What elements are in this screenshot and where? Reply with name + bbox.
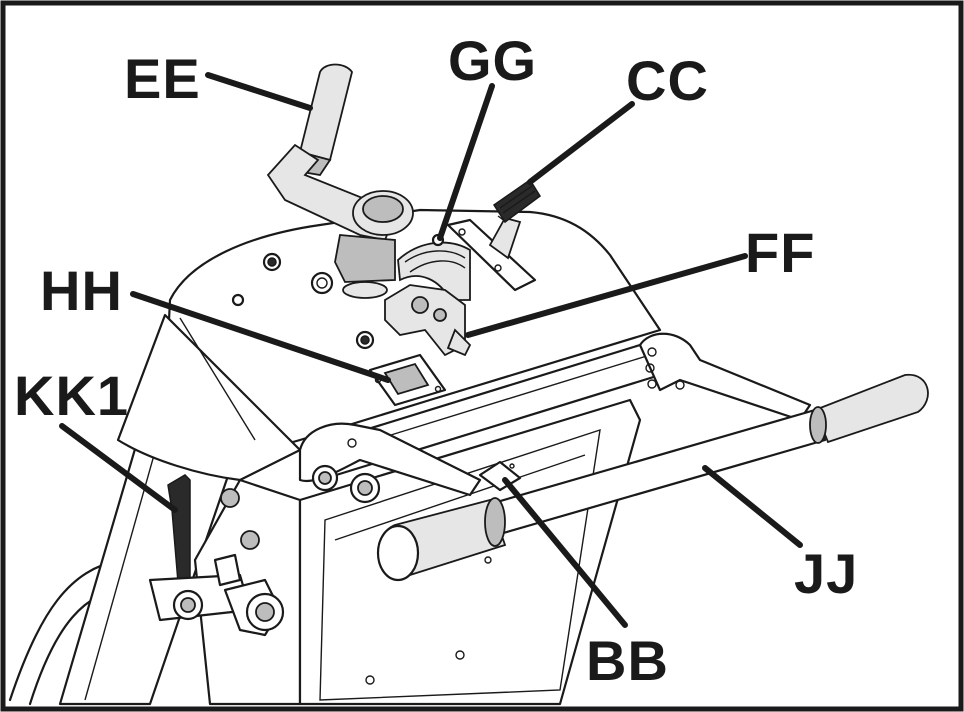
callout-ff: FF bbox=[745, 221, 815, 284]
callout-hh: HH bbox=[40, 259, 123, 322]
leader-jj bbox=[702, 465, 803, 548]
leader-cc bbox=[527, 101, 635, 185]
leader-gg bbox=[437, 83, 495, 241]
callout-labels: EE GG CC FF HH KK1 JJ BB bbox=[14, 29, 858, 692]
panel-hh bbox=[368, 353, 447, 407]
leader-ee bbox=[205, 72, 313, 111]
machine-housing bbox=[8, 208, 662, 706]
control-assembly-gg-ff bbox=[384, 178, 542, 357]
leader-lines bbox=[59, 72, 803, 628]
leader-ff bbox=[465, 253, 748, 338]
callout-gg: GG bbox=[448, 29, 537, 92]
callout-jj: JJ bbox=[794, 542, 858, 605]
callout-ee: EE bbox=[124, 47, 201, 110]
crank-handle-ee bbox=[266, 63, 414, 299]
callout-cc: CC bbox=[626, 49, 709, 112]
handlebar-jj bbox=[298, 332, 929, 582]
callout-kk1: KK1 bbox=[14, 364, 129, 427]
leader-kk1 bbox=[59, 423, 178, 513]
leader-hh bbox=[130, 291, 391, 383]
leader-bb bbox=[502, 477, 628, 628]
callout-bb: BB bbox=[586, 629, 669, 692]
